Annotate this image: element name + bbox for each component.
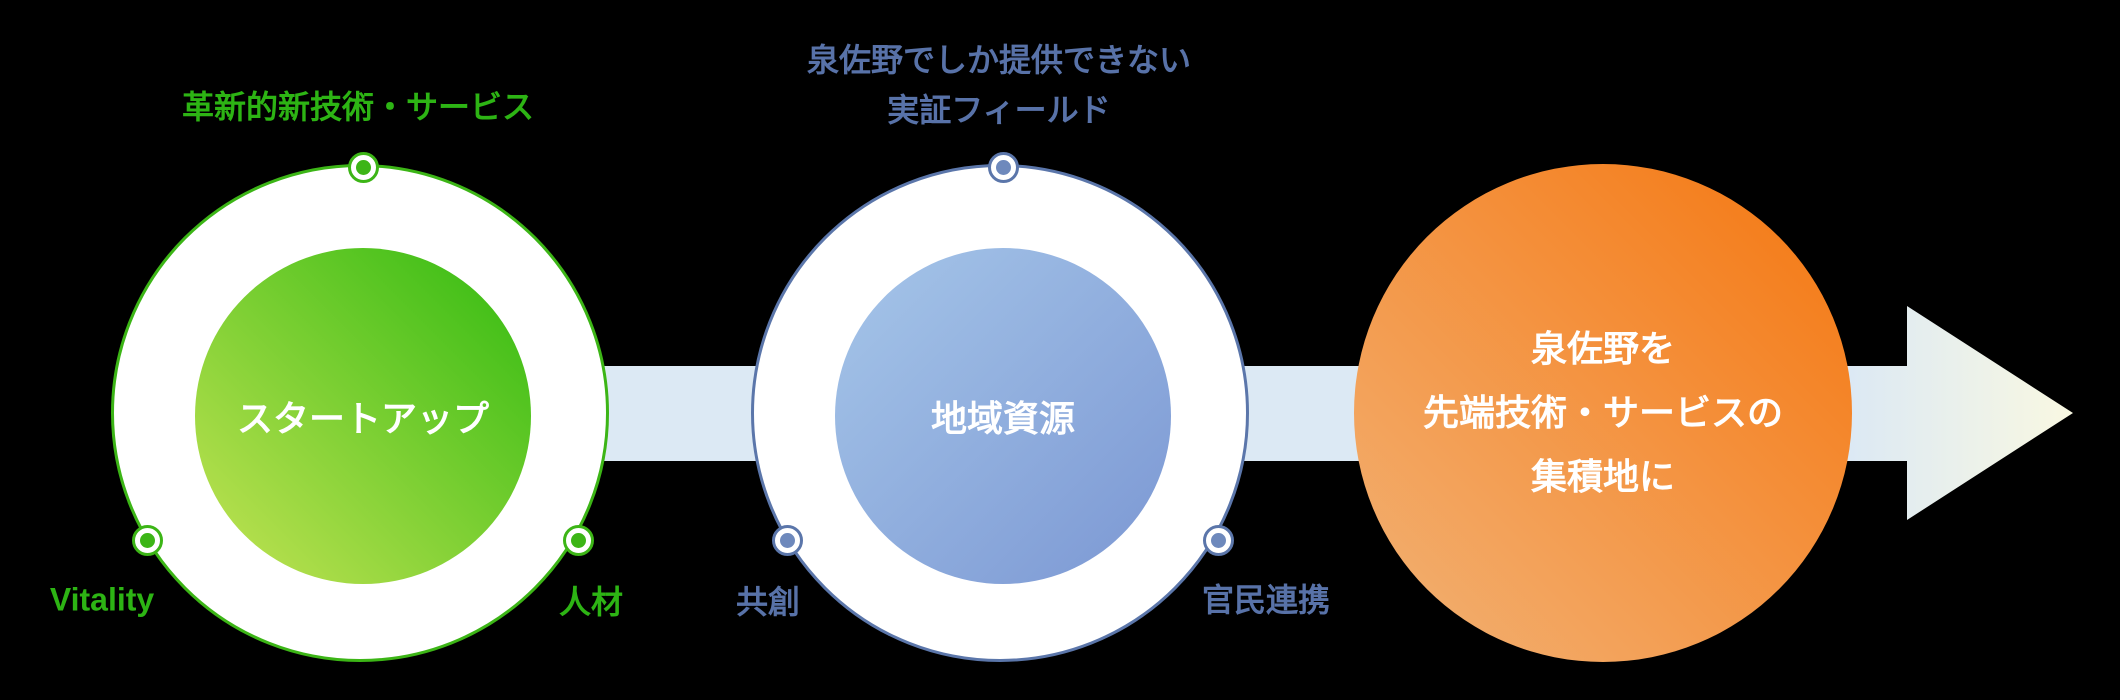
startup-satellite-top-label: 革新的新技術・サービス — [181, 89, 535, 125]
regional-node-bottom-right — [1203, 525, 1235, 556]
startup-node-top-dot — [355, 159, 371, 175]
regional-node-bottom-left — [771, 525, 803, 556]
startup-ring: スタートアップ — [111, 151, 609, 662]
goal-text: 泉佐野を 先端技術・サービスの 集積地に — [1423, 317, 1783, 509]
startup-label: スタートアップ — [236, 398, 489, 439]
startup-satellite-jinzai-label: 人材 — [558, 584, 624, 620]
startup-node-bottom-left — [131, 525, 163, 556]
startup-node-top — [347, 151, 379, 183]
regional-satellite-top-line1: 泉佐野でしか提供できない — [806, 42, 1192, 78]
goal-circle: 泉佐野を 先端技術・サービスの 集積地に — [1354, 164, 1852, 662]
regional-satellite-kyosou-label: 共創 — [735, 584, 801, 620]
startup-node-bottom-right-dot — [571, 533, 587, 548]
regional-resources-ring: 地域資源 — [751, 151, 1249, 662]
regional-satellite-top-label: 泉佐野でしか提供できない 実証フィールド — [807, 35, 1191, 135]
regional-resources-circle: 地域資源 — [835, 248, 1171, 584]
regional-satellite-top-line2: 実証フィールド — [887, 92, 1111, 128]
regional-node-top-dot — [995, 159, 1011, 175]
regional-node-bottom-left-dot — [779, 533, 795, 548]
startup-node-bottom-left-dot — [139, 533, 155, 548]
goal-text-line2: 先端技術・サービスの — [1422, 392, 1783, 433]
regional-satellite-kanmin-label: 官民連携 — [1201, 582, 1331, 618]
regional-node-bottom-right-dot — [1211, 533, 1227, 548]
regional-resources-label: 地域資源 — [930, 398, 1075, 439]
goal-text-line3: 集積地に — [1530, 456, 1675, 497]
startup-circle: スタートアップ — [195, 248, 531, 584]
startup-node-bottom-right — [563, 525, 595, 556]
regional-node-top — [987, 151, 1019, 183]
startup-satellite-vitality-label: Vitality — [49, 581, 155, 618]
goal-text-line1: 泉佐野を — [1530, 328, 1675, 369]
